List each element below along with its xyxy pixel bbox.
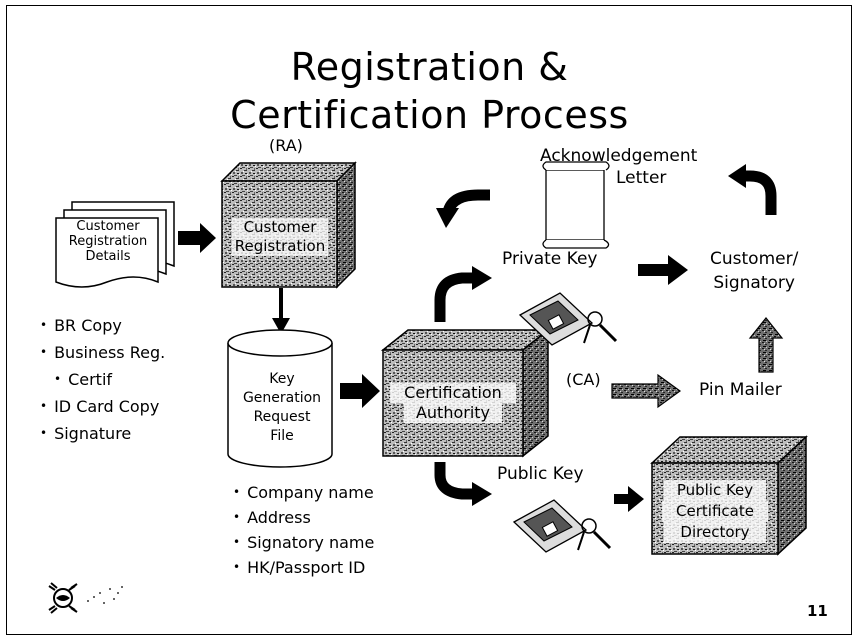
requirement-item: BR Copy	[40, 313, 165, 340]
public-key-label: Public Key	[497, 464, 584, 484]
arrow-to-ca	[340, 374, 380, 408]
arrow-private-to-customer	[638, 255, 688, 285]
pin-mailer-label: Pin Mailer	[699, 380, 782, 400]
ack-letter-line-1: Acknowledgement	[540, 146, 698, 166]
arrow-pin-to-customer	[748, 317, 784, 373]
customer-label: Customer/ Signatory	[710, 249, 798, 293]
arrow-to-private-key	[472, 266, 492, 290]
customer-line-1: Customer/	[710, 249, 799, 269]
ra-box-line-2: Registration	[232, 237, 328, 256]
arrow-to-public-key	[472, 482, 492, 506]
field-item: Address	[233, 506, 374, 531]
ra-box-label: Customer Registration	[232, 218, 328, 256]
slide-frame	[6, 5, 852, 635]
key-file-line-4: File	[270, 428, 294, 444]
field-item: HK/Passport ID	[233, 556, 374, 581]
requirement-item: ID Card Copy	[40, 394, 165, 421]
directory-line-3: Directory	[664, 522, 766, 543]
key-file-line-3: Request	[253, 409, 311, 425]
customer-line-2: Signatory	[713, 273, 795, 293]
requirements-list: BR Copy Business Reg. Certif ID Card Cop…	[40, 313, 165, 448]
documents-label: Customer Registration Details	[58, 219, 158, 264]
ca-cube-icon	[380, 328, 551, 458]
cylinder-icon	[227, 329, 333, 468]
ra-label: (RA)	[269, 136, 303, 155]
ca-label: (CA)	[566, 370, 601, 389]
directory-label: Public Key Certificate Directory	[658, 480, 772, 543]
key-file-line-2: Generation	[242, 390, 322, 406]
title-line-1: Registration &	[290, 45, 569, 89]
page-number: 11	[807, 602, 828, 620]
arrow-to-ra	[178, 223, 216, 253]
key-file-fields-list: Company name Address Signatory name HK/P…	[233, 481, 374, 581]
field-item: Signatory name	[233, 531, 374, 556]
arrow-from-letter	[436, 208, 459, 228]
arrow-ca-to-pin-mailer	[611, 373, 682, 409]
arrow-to-letter	[728, 164, 746, 188]
requirement-item: Signature	[40, 421, 165, 448]
public-key-card-icon	[512, 499, 612, 553]
private-key-label: Private Key	[502, 249, 598, 269]
documents-icon	[55, 201, 175, 288]
directory-line-2: Certificate	[662, 501, 768, 522]
ra-box-line-1: Customer	[232, 218, 328, 237]
private-key-card-icon	[518, 292, 618, 346]
key-file-label: Key Generation Request File	[236, 370, 328, 446]
documents-label-line-1: Customer	[76, 219, 140, 234]
scroll-icon	[542, 161, 610, 249]
logo-icon	[48, 582, 123, 614]
title-line-2: Certification Process	[230, 93, 629, 137]
directory-line-1: Public Key	[664, 480, 766, 501]
documents-label-line-2: Registration	[68, 234, 148, 249]
arrow-to-key-file	[272, 318, 290, 334]
field-item: Company name	[233, 481, 374, 506]
ca-box-line-2: Authority	[404, 403, 502, 423]
requirement-item: Business Reg.	[40, 340, 165, 367]
ack-letter-line-2: Letter	[616, 168, 667, 188]
ca-box-label: Certification Authority	[390, 383, 516, 423]
requirement-item-continued: Certif	[40, 367, 165, 394]
key-file-line-1: Key	[269, 371, 295, 387]
ca-box-line-1: Certification	[390, 383, 516, 403]
arrow-public-to-directory	[614, 486, 644, 512]
documents-label-line-3: Details	[85, 249, 131, 264]
